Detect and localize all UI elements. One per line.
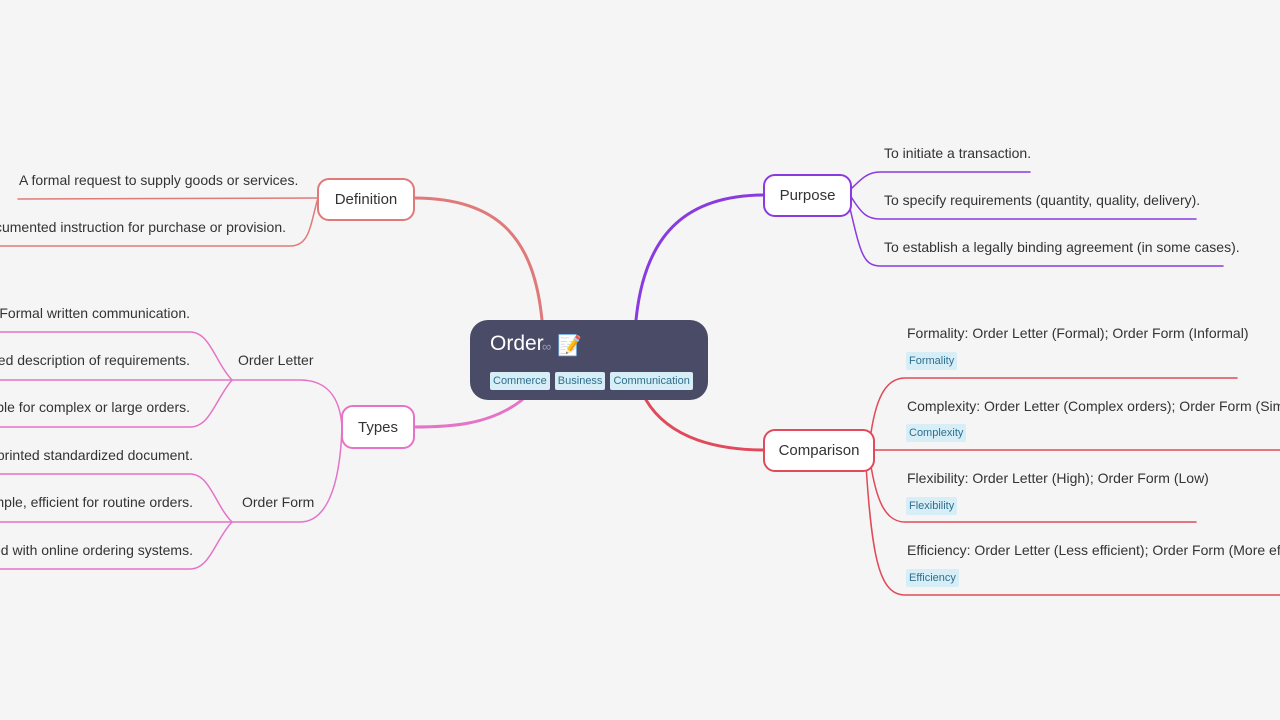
branch-comparison[interactable]: Comparison [763,429,875,472]
comparison-item-3[interactable]: Flexibility: Order Letter (High); Order … [907,470,1209,486]
order-form-item-2[interactable]: Simple, efficient for routine orders. [0,494,193,510]
link-root-definition [412,196,544,322]
branch-definition-label: Definition [334,191,398,208]
link-purpose-item-2 [849,194,1197,220]
branch-purpose[interactable]: Purpose [763,174,852,217]
central-topic[interactable]: Order ∞ 📝 Commerce Business Communicatio… [470,320,708,400]
tag-formality[interactable]: Formality [906,352,958,370]
link-form-item-3 [0,521,233,570]
tag-flexibility[interactable]: Flexibility [906,497,958,515]
purpose-item-1[interactable]: To initiate a transaction. [884,145,1032,161]
link-root-types [412,398,524,429]
definition-item-1[interactable]: A formal request to supply goods or serv… [19,172,299,188]
order-form-label[interactable]: Order Form [242,494,315,510]
link-root-comparison [644,398,767,452]
link-purpose-item-3 [847,199,1224,267]
order-letter-item-2[interactable]: Detailed description of requirements. [0,352,190,368]
link-definition-item-1 [17,197,319,200]
memo-icon: 📝 [557,335,582,357]
definition-item-2[interactable]: A documented instruction for purchase or… [0,219,286,235]
branch-purpose-label: Purpose [779,187,836,204]
purpose-item-3[interactable]: To establish a legally binding agreement… [884,239,1240,255]
branch-types[interactable]: Types [341,405,415,449]
comparison-item-4[interactable]: Efficiency: Order Letter (Less efficient… [907,542,1280,558]
order-form-item-3[interactable]: Used with online ordering systems. [0,542,193,558]
tag-efficiency[interactable]: Efficiency [906,569,959,587]
link-comparison-item-1 [869,377,1238,441]
branch-comparison-label: Comparison [778,442,860,459]
order-letter-label[interactable]: Order Letter [238,352,314,368]
link-form-item-1 [0,473,233,523]
order-letter-item-1[interactable]: Formal written communication. [0,305,190,321]
order-letter-item-3[interactable]: Suitable for complex or large orders. [0,399,190,415]
tag-commerce[interactable]: Commerce [490,372,550,390]
link-purpose-item-1 [849,171,1031,191]
branch-definition[interactable]: Definition [317,178,415,221]
comparison-item-1[interactable]: Formality: Order Letter (Formal); Order … [907,325,1249,341]
link-types-order-letter [231,379,343,428]
tag-business[interactable]: Business [554,372,606,390]
comparison-item-2[interactable]: Complexity: Order Letter (Complex orders… [907,398,1280,414]
link-types-order-form [231,426,343,523]
purpose-item-2[interactable]: To specify requirements (quantity, quali… [884,192,1201,208]
link-definition-item-2 [0,197,319,247]
link-letter-item-1 [0,331,233,381]
link-icon[interactable]: ∞ [542,339,552,354]
link-comparison-item-3 [869,459,1197,523]
order-form-item-1[interactable]: Preprinted standardized document. [0,447,193,463]
tag-communication[interactable]: Communication [610,372,693,390]
link-root-purpose [634,193,767,322]
central-tags: Commerce Business Communication [490,372,693,390]
tag-complexity[interactable]: Complexity [906,424,967,442]
central-topic-title: Order [490,332,544,355]
link-letter-item-3 [0,379,233,428]
link-comparison-item-4 [865,464,1280,596]
branch-types-label: Types [357,418,399,436]
